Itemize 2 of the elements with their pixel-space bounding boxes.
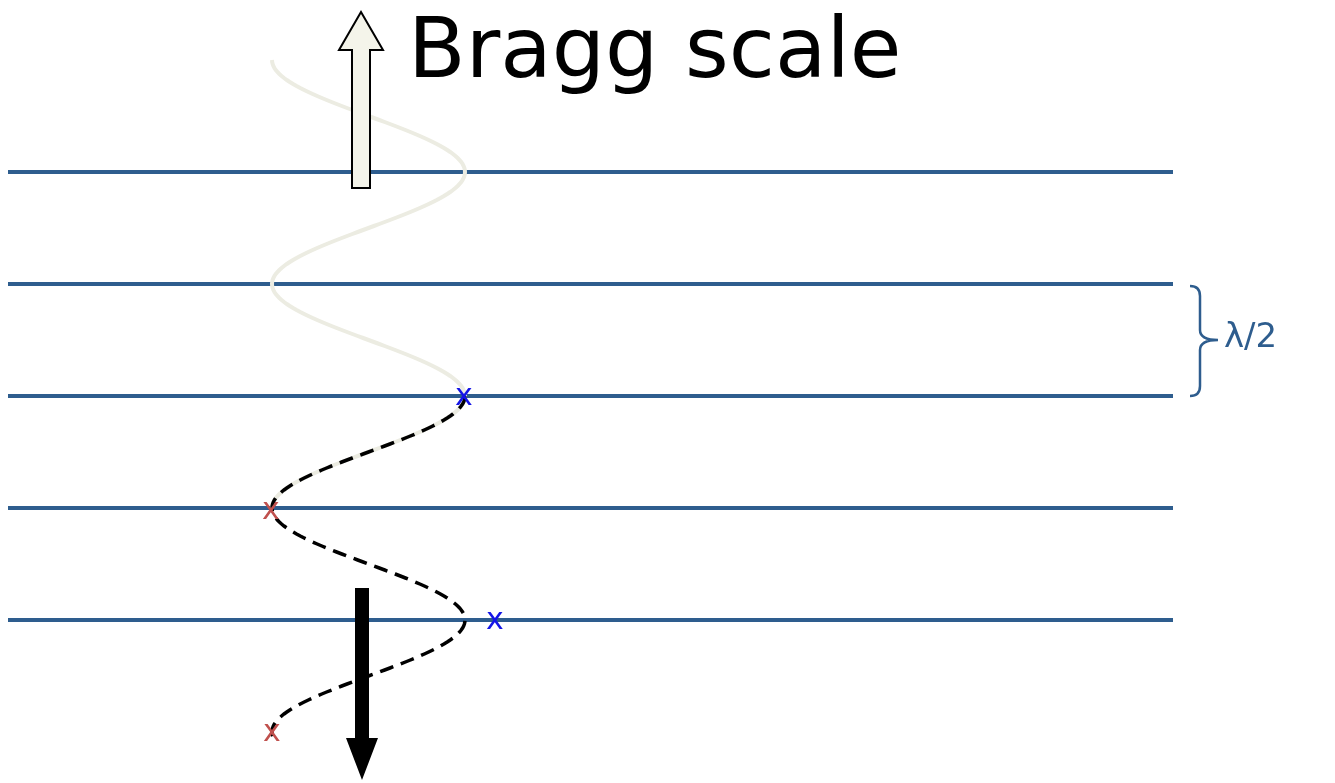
antinode-mark: x (263, 716, 281, 746)
spacing-label: λ/2 (1224, 318, 1278, 352)
